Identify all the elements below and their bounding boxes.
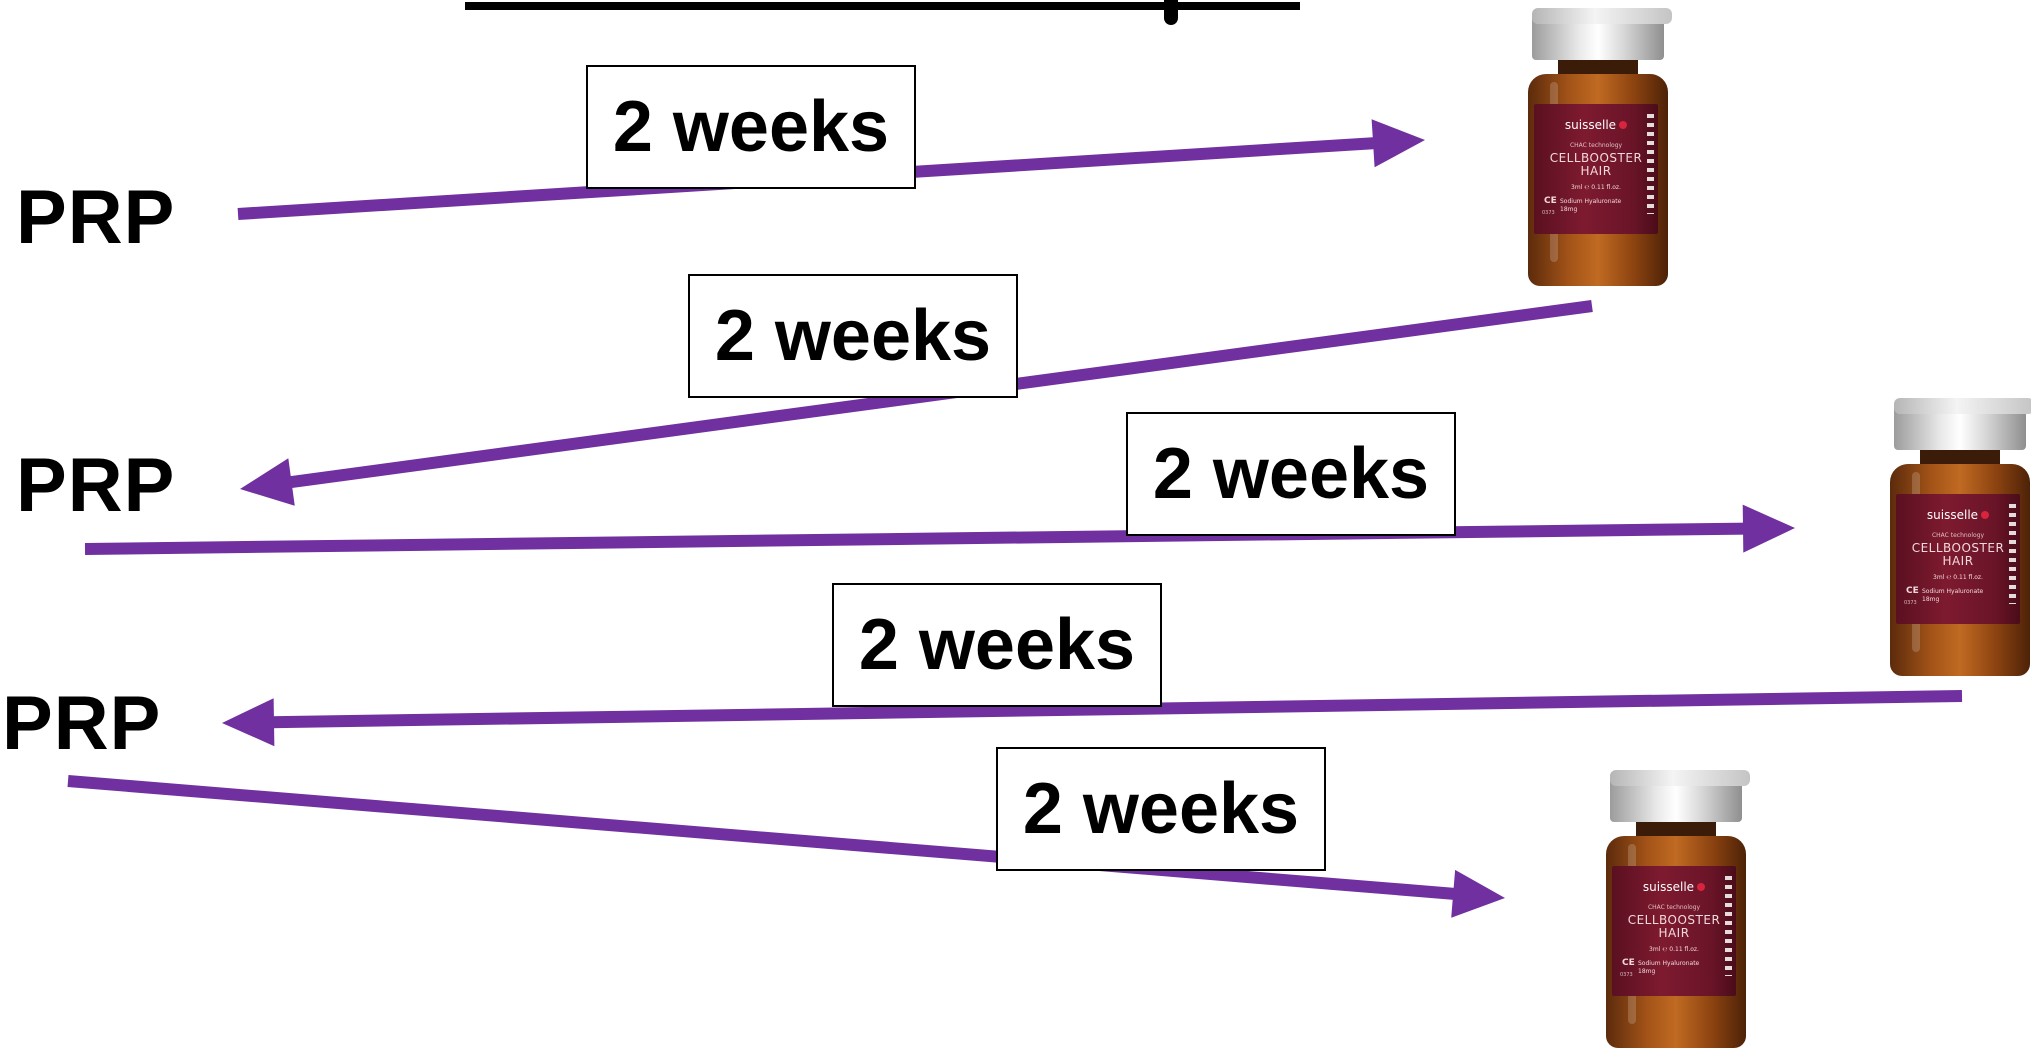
interval-label-5: 2 weeks <box>996 747 1326 871</box>
volume-text: 3ml ℮ 0.11 fl.oz. <box>1649 946 1699 953</box>
arrow-head-5 <box>1451 869 1505 918</box>
product-variant: HAIR <box>1658 926 1690 940</box>
arrow-head-1 <box>1371 119 1425 168</box>
swiss-cross-icon <box>1619 121 1628 129</box>
interval-label-4: 2 weeks <box>832 583 1162 707</box>
barcode-strip <box>1725 876 1732 976</box>
product-variant: HAIR <box>1580 164 1612 178</box>
ce-mark: CE <box>1906 586 1919 596</box>
swiss-cross-icon <box>1981 511 1990 519</box>
ingredient-amount: 18mg <box>1560 206 1578 213</box>
ingredient-amount: 18mg <box>1922 596 1940 603</box>
prp-label-1: PRP <box>16 175 176 260</box>
ingredient-name: Sodium Hyaluronate <box>1638 960 1700 967</box>
lot-number: 0373 <box>1904 600 1917 606</box>
product-name: CELLBOOSTER <box>1549 151 1643 165</box>
prp-label-2: PRP <box>16 443 176 528</box>
product-variant: HAIR <box>1942 554 1974 568</box>
ingredient-name: Sodium Hyaluronate <box>1922 588 1984 595</box>
volume-text: 3ml ℮ 0.11 fl.oz. <box>1571 184 1621 191</box>
technology-text: CHAC technology <box>1931 532 1985 539</box>
interval-label-3: 2 weeks <box>1126 412 1456 536</box>
product-name: CELLBOOSTER <box>1911 541 2005 555</box>
arrow-head-2 <box>240 458 295 506</box>
interval-label-2: 2 weeks <box>688 274 1018 398</box>
technology-text: CHAC technology <box>1647 904 1701 911</box>
brand-name: suisselle <box>1926 508 1979 522</box>
arrow-head-4 <box>222 698 275 747</box>
arrow-shaft-5 <box>67 775 1458 901</box>
arrow-shaft-4 <box>269 690 1963 729</box>
barcode-strip <box>2009 504 2016 604</box>
brand-name: suisselle <box>1564 118 1617 132</box>
swiss-cross-icon <box>1697 883 1706 891</box>
product-name: CELLBOOSTER <box>1627 913 1721 927</box>
volume-text: 3ml ℮ 0.11 fl.oz. <box>1933 574 1983 581</box>
ce-mark: CE <box>1544 196 1557 206</box>
ingredient-name: Sodium Hyaluronate <box>1560 198 1622 205</box>
timeline-top-bar <box>465 0 1300 25</box>
arrow-head-3 <box>1742 504 1795 553</box>
vial-cap <box>1610 770 1750 822</box>
interval-label-1: 2 weeks <box>586 65 916 189</box>
technology-text: CHAC technology <box>1569 142 1623 149</box>
ingredient-amount: 18mg <box>1638 968 1656 975</box>
barcode-strip <box>1647 114 1654 214</box>
vial-cap <box>1894 398 2031 450</box>
lot-number: 0373 <box>1542 210 1555 216</box>
prp-label-3: PRP <box>2 681 162 766</box>
brand-name: suisselle <box>1642 880 1695 894</box>
ce-mark: CE <box>1622 958 1635 968</box>
vial-cap <box>1532 8 1672 60</box>
lot-number: 0373 <box>1620 972 1633 978</box>
arrow-shaft-3 <box>84 522 1748 555</box>
